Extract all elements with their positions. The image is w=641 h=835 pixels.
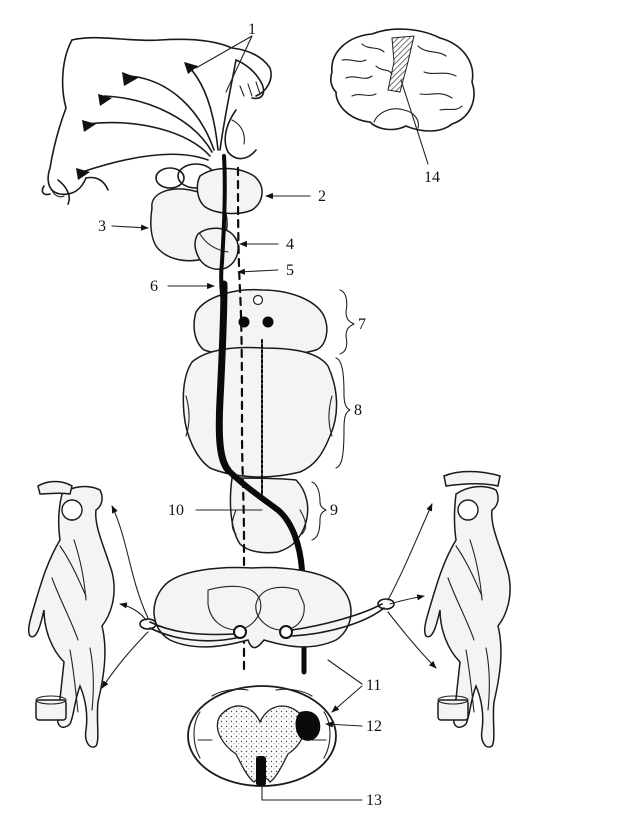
fiber-origin-marker [82,120,96,132]
brainstem [182,288,338,554]
label-4: 4 [286,236,294,253]
spinal-cord-segment [139,566,395,649]
label-1: 1 [248,21,256,38]
internal-capsule [150,167,263,270]
label-7: 7 [358,316,366,333]
muscle-figure-right [423,470,511,748]
label-9: 9 [330,502,338,519]
label-6: 6 [150,278,158,295]
fiber-origin-marker [76,168,90,180]
label-13: 13 [366,792,382,809]
label-12: 12 [366,718,382,735]
spinal-cord-cross-section [187,685,337,787]
brain-lateral-view [330,28,475,165]
label-3: 3 [98,218,106,235]
label-10: 10 [168,502,184,519]
cortical-projection-fibers [76,59,237,180]
fiber-origin-marker [98,94,112,106]
leader-lines [111,35,363,801]
label-5: 5 [286,262,294,279]
label-14: 14 [424,169,440,186]
muscle-figure-left [27,480,115,748]
fiber-origin-marker [122,72,138,86]
label-2: 2 [318,188,326,205]
innervation-arrows [101,503,437,689]
label-11: 11 [366,677,381,694]
label-8: 8 [354,402,362,419]
fiber-origin-marker [184,62,198,74]
